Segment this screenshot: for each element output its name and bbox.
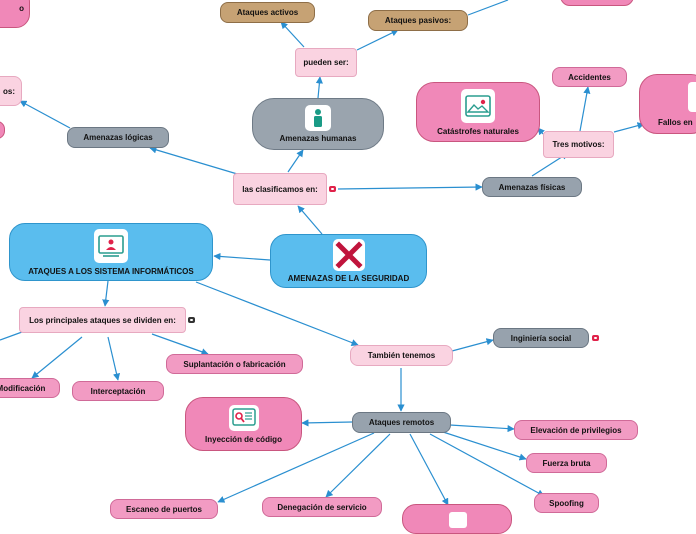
node-ataques-remotos-label: Ataques remotos	[368, 418, 435, 427]
node-amenazas-humanas[interactable]: Amenazas humanas	[252, 98, 384, 150]
node-ataques-activos[interactable]: Ataques activos	[220, 2, 315, 23]
node-partial-top-left-label: o	[19, 3, 24, 13]
node-tres-motivos[interactable]: Tres motivos:	[543, 131, 614, 158]
node-elevacion-privilegios-label: Elevación de privilegios	[530, 425, 622, 435]
node-inyeccion-codigo-label: Inyección de código	[205, 434, 282, 444]
node-clasificamos-label: las clasificamos en:	[242, 184, 318, 194]
node-amenazas-seguridad-label: AMENAZAS DE LA SEGURIDAD	[287, 274, 410, 283]
node-escaneo-puertos[interactable]: Escaneo de puertos	[110, 499, 218, 519]
node-clasificamos[interactable]: las clasificamos en:	[233, 173, 327, 205]
node-partial-top-right[interactable]	[560, 0, 634, 6]
node-interceptacion-label: Interceptación	[90, 386, 146, 396]
node-elevacion-privilegios[interactable]: Elevación de privilegios	[514, 420, 638, 440]
node-escaneo-puertos-label: Escaneo de puertos	[125, 504, 203, 514]
node-accidentes-label: Accidentes	[568, 72, 611, 82]
node-amenazas-logicas-label: Amenazas lógicas	[83, 133, 153, 142]
node-ataques-sistemas[interactable]: ATAQUES A LOS SISTEMA INFORMÁTICOS	[9, 223, 213, 281]
node-partial-left[interactable]: os:	[0, 76, 22, 106]
fallos-icon-partial	[688, 82, 696, 112]
node-amenazas-logicas[interactable]: Amenazas lógicas	[67, 127, 169, 148]
node-pueden-ser-label: pueden ser:	[303, 58, 349, 67]
node-ingenieria-social[interactable]: Inginiería social	[493, 328, 589, 348]
node-ataques-sistemas-label: ATAQUES A LOS SISTEMA INFORMÁTICOS	[28, 266, 194, 276]
clasificamos-badge-icon[interactable]	[329, 186, 336, 192]
node-fuerza-bruta[interactable]: Fuerza bruta	[526, 453, 607, 473]
node-fallos-label: Fallos en	[658, 118, 693, 127]
node-tres-motivos-label: Tres motivos:	[552, 140, 605, 149]
close-x-icon	[332, 239, 365, 271]
node-modificacion[interactable]: Modificación	[0, 378, 60, 398]
node-interceptacion[interactable]: Interceptación	[72, 381, 164, 401]
node-ataques-activos-label: Ataques activos	[236, 8, 299, 17]
node-catastrofes[interactable]: Catástrofes naturales	[416, 82, 540, 142]
node-modificacion-label: Modificación	[0, 383, 46, 393]
node-tambien-tenemos[interactable]: También tenemos	[350, 345, 453, 366]
person-icon	[305, 105, 331, 131]
node-partial-top-left[interactable]: o	[0, 0, 30, 28]
node-partial-bottom[interactable]	[402, 504, 512, 534]
node-suplantacion[interactable]: Suplantación o fabricación	[166, 354, 303, 374]
node-catastrofes-label: Catástrofes naturales	[437, 126, 519, 136]
node-suplantacion-label: Suplantación o fabricación	[183, 359, 286, 369]
node-denegacion-servicio[interactable]: Denegación de servicio	[262, 497, 382, 517]
node-denegacion-servicio-label: Denegación de servicio	[277, 502, 367, 512]
node-spoofing-label: Spoofing	[549, 498, 584, 508]
node-amenazas-fisicas-label: Amenazas físicas	[498, 182, 566, 192]
node-amenazas-fisicas[interactable]: Amenazas físicas	[482, 177, 582, 197]
node-ataques-pasivos[interactable]: Ataques pasivos:	[368, 10, 468, 31]
node-amenazas-seguridad[interactable]: AMENAZAS DE LA SEGURIDAD	[270, 234, 427, 288]
connector-lines	[0, 0, 645, 506]
principales-badge-icon[interactable]	[188, 317, 195, 323]
node-pueden-ser[interactable]: pueden ser:	[295, 48, 357, 77]
presentation-icon	[94, 228, 128, 263]
node-accidentes[interactable]: Accidentes	[552, 67, 627, 87]
node-principales-label: Los principales ataques se dividen en:	[29, 315, 176, 325]
node-partial-left-label: os:	[3, 86, 15, 96]
node-amenazas-humanas-label: Amenazas humanas	[279, 134, 357, 143]
ingenieria-social-badge-icon[interactable]	[592, 335, 599, 341]
node-fallos[interactable]: Fallos en	[639, 74, 696, 134]
node-principales[interactable]: Los principales ataques se dividen en:	[19, 307, 186, 333]
node-inyeccion-codigo[interactable]: Inyección de código	[185, 397, 302, 451]
node-tambien-tenemos-label: También tenemos	[367, 351, 436, 360]
node-ataques-pasivos-label: Ataques pasivos:	[384, 16, 452, 25]
node-fuerza-bruta-label: Fuerza bruta	[542, 458, 591, 468]
node-ataques-remotos[interactable]: Ataques remotos	[352, 412, 451, 433]
node-ingenieria-social-label: Inginiería social	[510, 333, 572, 343]
landscape-image-icon	[461, 88, 495, 123]
code-search-icon	[228, 404, 259, 431]
partial-bottom-icon	[449, 512, 467, 528]
node-spoofing[interactable]: Spoofing	[534, 493, 599, 513]
